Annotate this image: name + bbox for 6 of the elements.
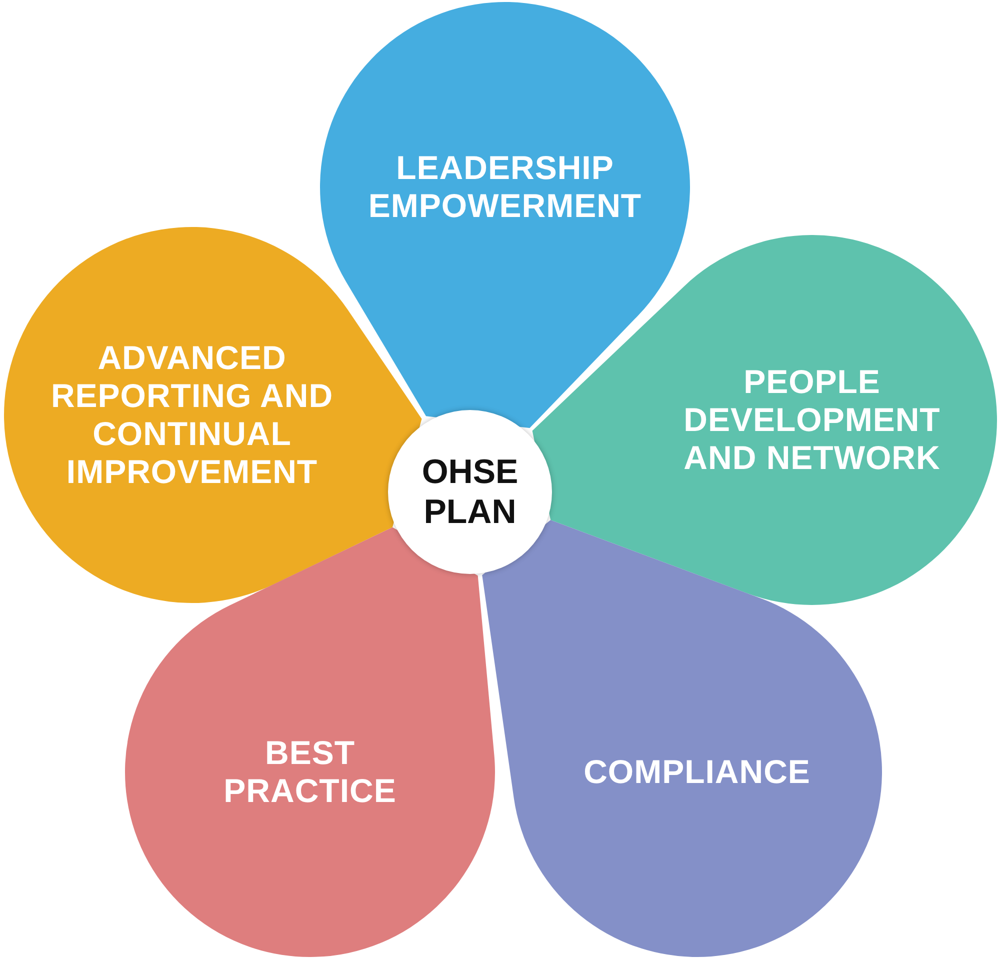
petal-label: BEST PRACTICE: [222, 734, 398, 810]
petal-label: ADVANCED REPORTING AND CONTINUAL IMPROVEMENT: [50, 339, 334, 491]
petal-label: COMPLIANCE: [582, 753, 812, 791]
center-label: OHSE PLAN: [420, 452, 520, 532]
petal-label: LEADERSHIP EMPOWERMENT: [367, 149, 643, 225]
petal-label: PEOPLE DEVELOPMENT AND NETWORK: [682, 363, 942, 477]
